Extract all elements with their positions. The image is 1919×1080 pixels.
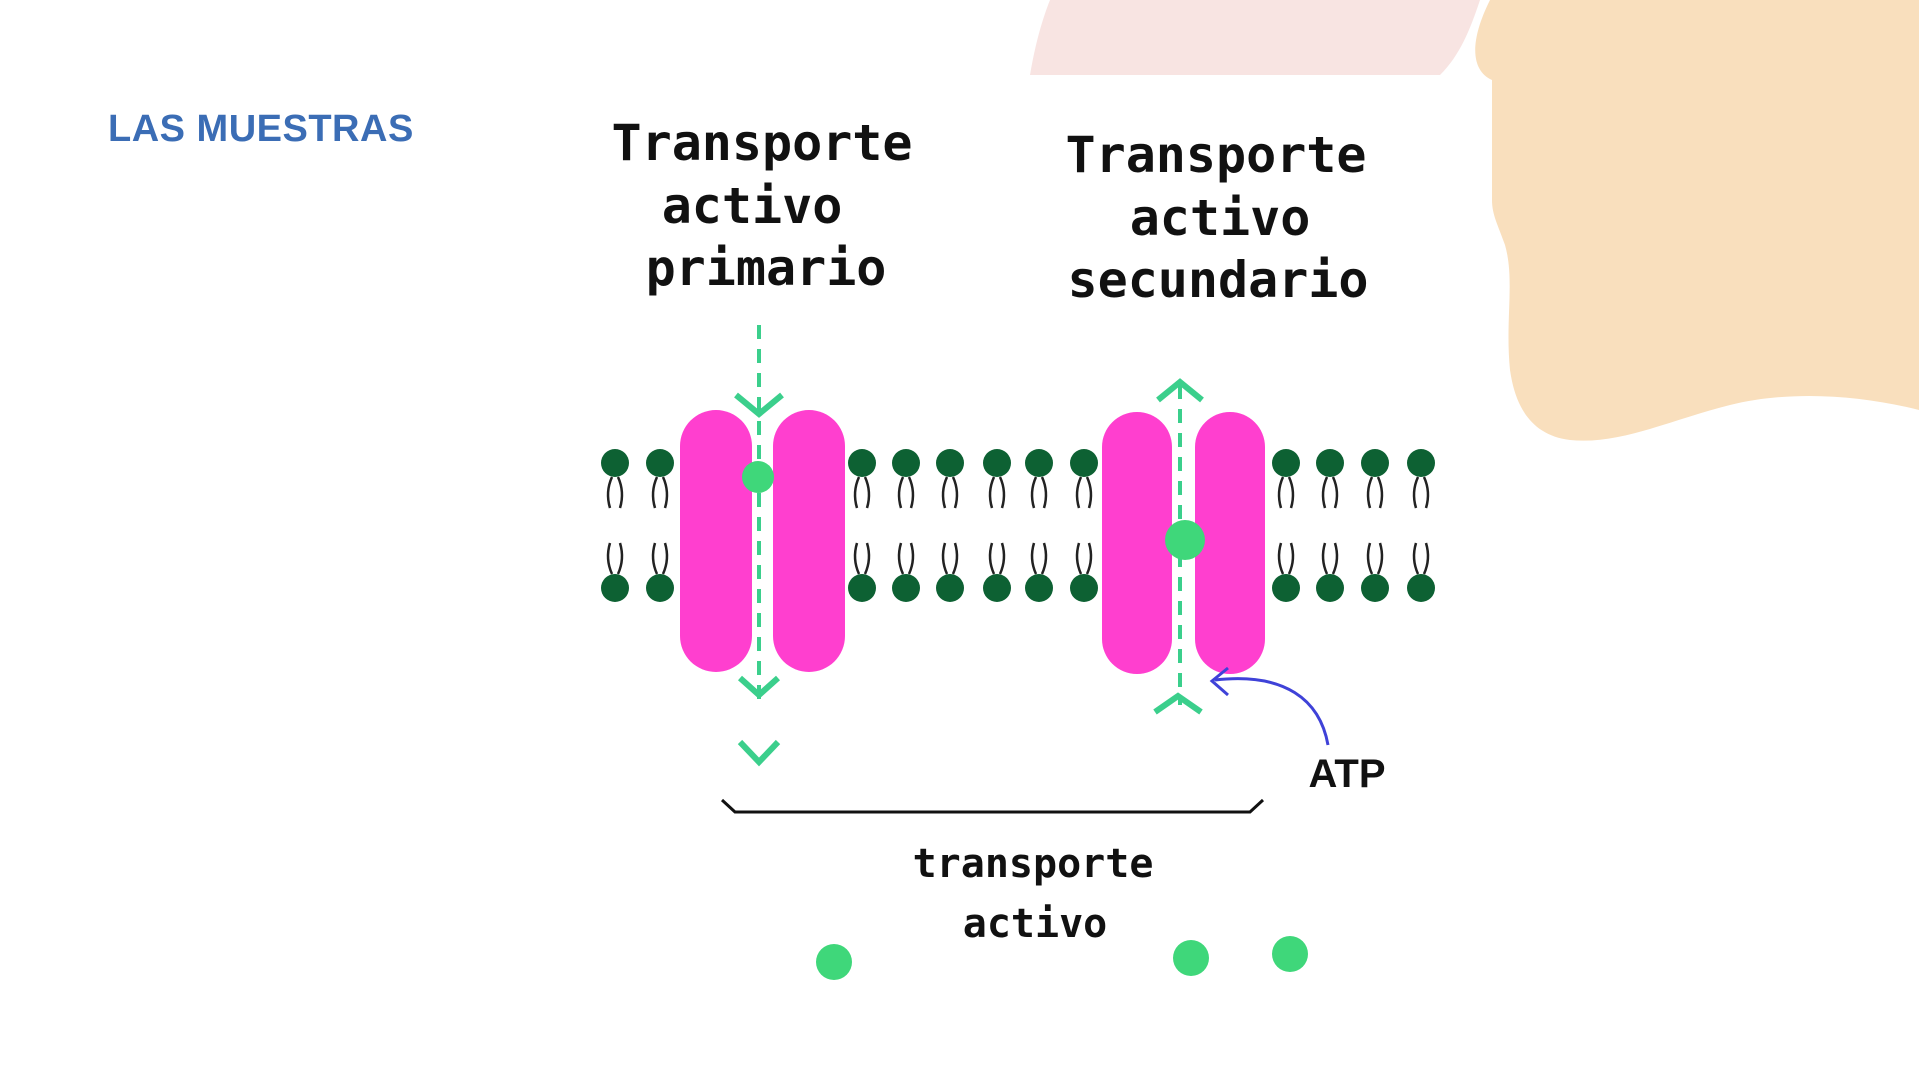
molecule-dot (1272, 936, 1308, 972)
svg-text:activo: activo (662, 177, 843, 235)
secondary-upward-arrow (1153, 378, 1204, 715)
atp-arrow (1214, 677, 1330, 746)
primary-transport-label: Transporte activo primario (611, 114, 912, 297)
molecule-dot (1173, 940, 1209, 976)
primary-transporter-protein (680, 410, 845, 672)
atp-arrowhead (1209, 666, 1229, 697)
slide-title: LAS MUESTRAS (108, 108, 414, 150)
molecule-dot (816, 944, 852, 980)
secondary-transport-label: Transporte activo secundario (1065, 126, 1368, 309)
pink-blob-shape (1030, 0, 1480, 75)
peach-blob-shape (1475, 0, 1919, 441)
svg-text:activo: activo (1130, 189, 1311, 247)
svg-text:activo: activo (963, 901, 1108, 947)
svg-text:transporte: transporte (913, 841, 1154, 887)
molecule-in-primary-channel (742, 461, 774, 493)
atp-label: ATP (1308, 752, 1385, 796)
transport-bracket (720, 798, 1265, 814)
svg-text:primario: primario (646, 239, 887, 297)
svg-text:secundario: secundario (1067, 251, 1368, 309)
primary-downward-arrow (734, 325, 784, 767)
svg-text:Transporte: Transporte (1065, 126, 1366, 184)
svg-text:Transporte: Transporte (611, 114, 912, 172)
molecule-in-secondary-channel (1165, 520, 1205, 560)
secondary-transporter-protein (1102, 412, 1265, 674)
active-transport-label: transporte activo (913, 841, 1154, 947)
